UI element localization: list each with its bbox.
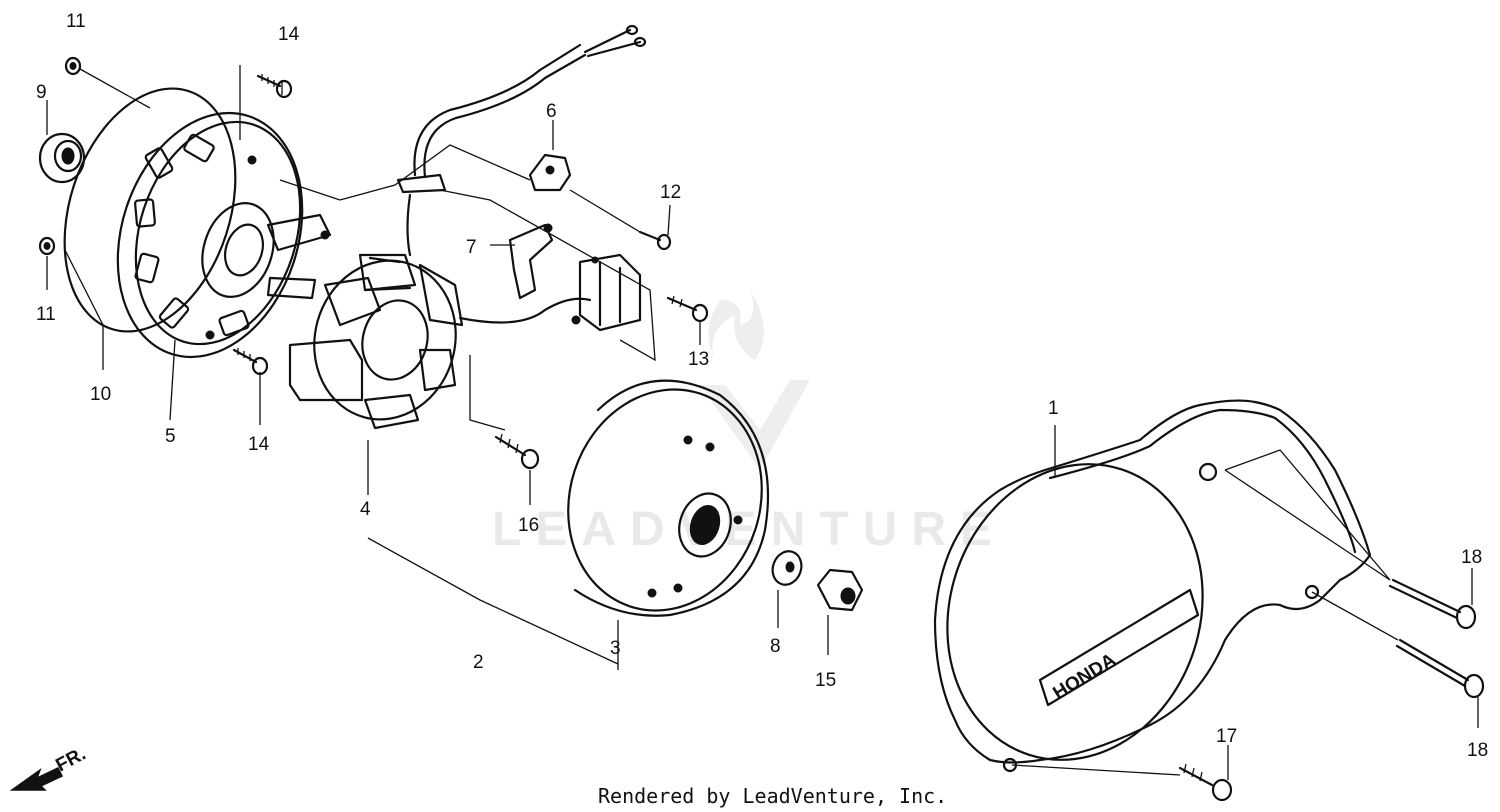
callout-15: 15 <box>815 670 836 691</box>
bolt-12 <box>638 230 672 251</box>
callout-4: 4 <box>360 499 371 520</box>
stator-coil <box>288 253 464 430</box>
wire-harness <box>396 24 647 324</box>
pulser-bracket <box>508 223 554 300</box>
callout-1: 1 <box>1048 398 1059 419</box>
callout-8: 8 <box>770 636 781 657</box>
cover-brand-logo: HONDA <box>1050 649 1120 704</box>
callout-14-bottom: 14 <box>248 434 270 455</box>
watermark: LEADVENTURE <box>492 290 1006 556</box>
callout-10: 10 <box>90 384 111 405</box>
callout-14-top: 14 <box>278 24 300 45</box>
callout-3: 3 <box>610 638 621 659</box>
callout-labels: 1 2 3 4 5 6 7 8 9 10 11 11 12 13 14 14 1… <box>36 11 1488 761</box>
washer-bottom <box>38 236 56 256</box>
bolt-16 <box>494 433 540 470</box>
callout-18-lower: 18 <box>1467 740 1488 761</box>
bolt-17 <box>1178 763 1233 802</box>
flywheel-rotor <box>567 379 770 617</box>
callout-16: 16 <box>518 515 539 536</box>
callout-6: 6 <box>546 101 557 122</box>
washer-top <box>64 56 82 76</box>
gasket-ring <box>63 87 237 333</box>
callout-9: 9 <box>36 82 47 103</box>
callout-13: 13 <box>688 349 709 370</box>
callout-12: 12 <box>660 182 681 203</box>
leader-lines <box>46 65 1479 780</box>
callout-17: 17 <box>1216 726 1237 747</box>
callout-11-top: 11 <box>66 11 86 32</box>
crankcase-cover: HONDA <box>933 399 1372 773</box>
bolt-18-lower <box>1395 638 1485 699</box>
flange-nut-15 <box>816 568 864 612</box>
callout-2: 2 <box>473 652 484 673</box>
washer-8 <box>771 550 803 586</box>
watermark-text: LEADVENTURE <box>492 503 1006 556</box>
bolt-18-upper <box>1388 578 1477 630</box>
wire-clamp <box>528 153 572 192</box>
pulser-generator <box>571 253 642 332</box>
callout-18-upper: 18 <box>1461 547 1482 568</box>
callout-11-bottom: 11 <box>36 304 56 325</box>
stator-base-plate <box>116 111 332 359</box>
callout-5: 5 <box>165 426 176 447</box>
callout-7: 7 <box>466 237 477 258</box>
front-direction-indicator: FR. <box>9 744 89 791</box>
bolt-13 <box>666 295 709 323</box>
screw-bottom <box>232 348 269 376</box>
screw-top <box>256 74 293 99</box>
footer-credit: Rendered by LeadVenture, Inc. <box>598 784 947 808</box>
oil-seal <box>38 132 86 184</box>
